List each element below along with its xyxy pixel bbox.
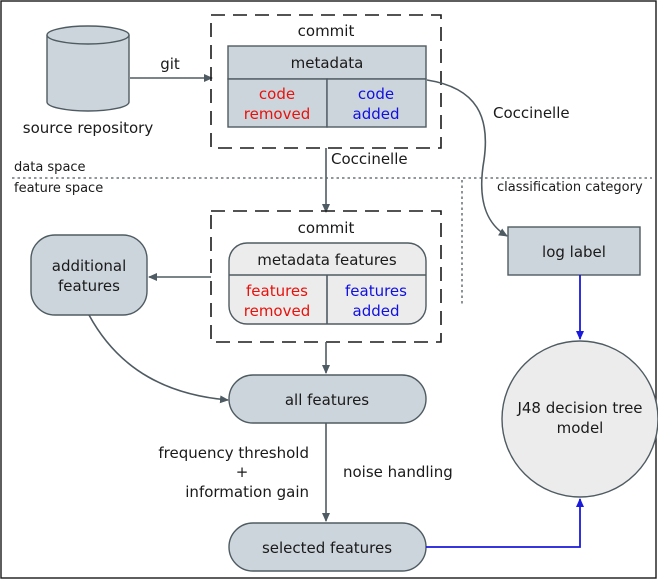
data-space-label: data space (14, 160, 86, 175)
information-gain-label: information gain (185, 483, 309, 501)
frequency-threshold-label: frequency threshold (158, 444, 309, 462)
coccinelle-right-label: Coccinelle (493, 104, 570, 122)
j48-model-circle (501, 340, 658, 498)
coccinelle-mid-label: Coccinelle (331, 150, 408, 168)
code-removed-line1: code (259, 85, 295, 103)
feature-space-label: feature space (14, 181, 103, 196)
classification-category-label: classification category (497, 180, 643, 195)
source-repository-label: source repository (23, 119, 154, 137)
all-features-label: all features (285, 391, 369, 409)
selected-to-model-arrow (426, 498, 584, 548)
code-removed-line2: removed (244, 105, 310, 123)
all-features-box (228, 374, 427, 424)
additional-to-all-arrow (88, 314, 229, 404)
metadata-features-label: metadata features (257, 251, 397, 269)
code-removed-box (227, 78, 328, 128)
metadata-label: metadata (291, 54, 364, 72)
log-label-text: log label (542, 243, 606, 261)
code-added-line1: code (358, 85, 394, 103)
noise-handling-label: noise handling (343, 463, 453, 481)
log-label-box (507, 226, 641, 276)
features-removed-line2: removed (244, 302, 310, 320)
commit-bottom-label: commit (298, 219, 355, 237)
code-added-line2: added (353, 105, 400, 123)
features-added-line2: added (353, 302, 400, 320)
additional-features-line1: additional (52, 257, 127, 275)
coccinelle-curve-arrow (426, 79, 508, 237)
j48-line1: J48 decision tree (516, 399, 642, 417)
commit-top-label: commit (298, 22, 355, 40)
selected-features-label: selected features (262, 539, 392, 557)
metadata-box (227, 45, 427, 80)
features-added-line1: features (345, 282, 407, 300)
additional-features-box (30, 234, 148, 316)
git-label: git (160, 55, 180, 73)
code-added-box (326, 78, 427, 128)
j48-line2: model (557, 419, 604, 437)
plus-label: + (236, 463, 249, 481)
database-icon (46, 25, 130, 112)
commit-box-top (210, 14, 442, 149)
features-removed-line1: features (246, 282, 308, 300)
additional-features-line2: features (58, 277, 120, 295)
